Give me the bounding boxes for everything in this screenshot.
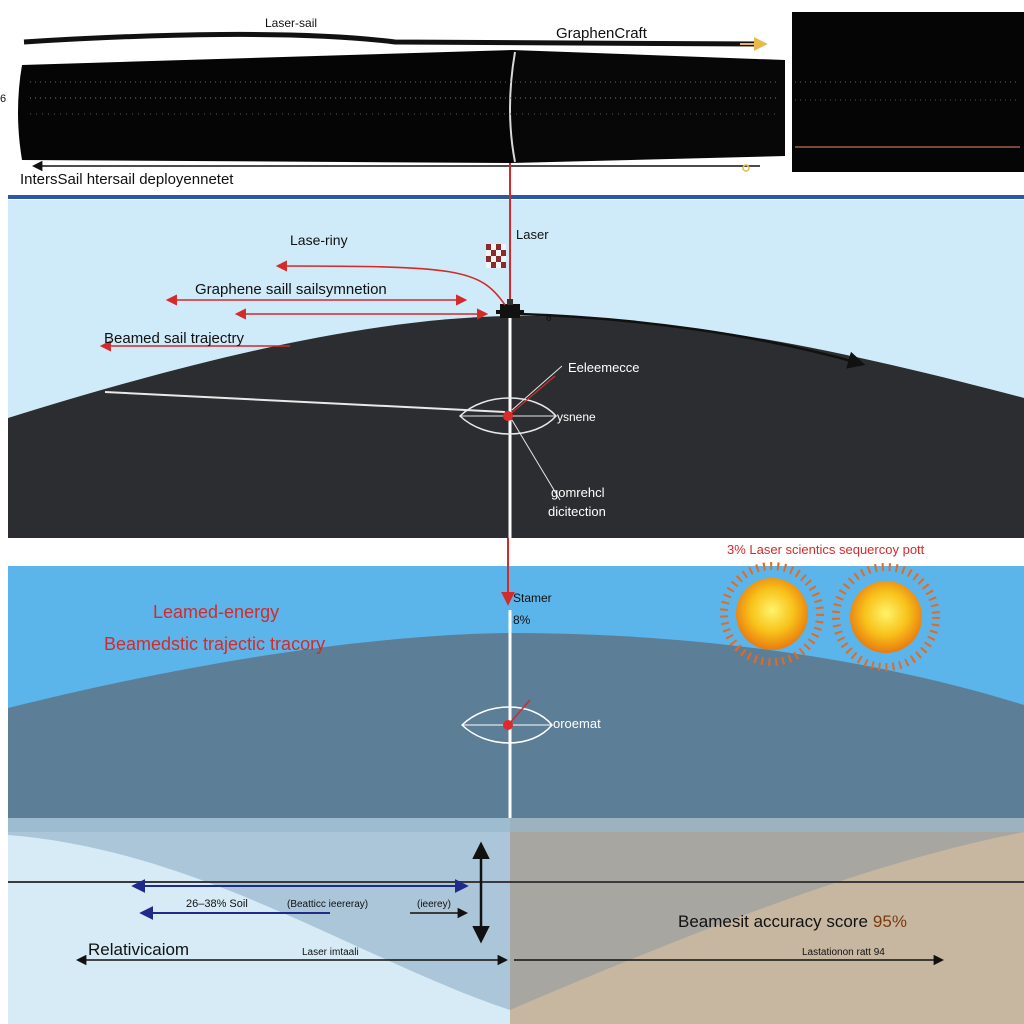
- top-banner: Laser-sail GraphenCraft 6 IntersSail hte…: [0, 12, 1024, 199]
- label-laser-sail: Laser-sail: [265, 16, 317, 30]
- status-line: 3% Laser scientics sequercoy pott: [727, 542, 925, 557]
- score-label: Beamesit accuracy score: [678, 912, 868, 931]
- label-laser: Laser: [516, 227, 549, 242]
- label-stamer: Stamer: [513, 591, 552, 605]
- label-gom-2: dicitection: [548, 504, 606, 519]
- label-small-mark: 6: [546, 313, 552, 324]
- black-sail-left: [18, 50, 512, 163]
- thin-sail-line: [23, 31, 761, 47]
- label-beam-energy: (Beatticc ieereray): [287, 899, 368, 910]
- blue-divider: [8, 195, 1024, 199]
- right-tan-area: [510, 832, 1024, 1024]
- label-gom-1: gomrehcl: [551, 485, 605, 500]
- sun-icon-2: [832, 563, 940, 671]
- label-beamed: Beamed sail trajectry: [104, 330, 245, 347]
- label-learned: Leamed-energy: [153, 602, 279, 622]
- panel-1: Laser Lase-riny Graphene saill sailsymne…: [8, 163, 1024, 557]
- label-graphene: Graphene saill sailsymnetion: [195, 281, 387, 298]
- label-traj: Beamedstic trajectic tracory: [104, 634, 325, 654]
- label-laser-init: Laser imtaali: [302, 947, 359, 958]
- sun-icon: [720, 562, 824, 666]
- label-lastat: Lastationon ratt 94: [802, 947, 885, 958]
- spacecraft-icon: [496, 299, 524, 318]
- label-pct: 8%: [513, 613, 531, 627]
- label-sail-range: 26–38% Soil: [186, 898, 248, 910]
- label-laser-ray: Lase-riny: [290, 232, 348, 248]
- score-value: 95%: [873, 912, 907, 931]
- trajectory-arrow: [519, 312, 866, 369]
- label-relativ: Relativicaiom: [88, 940, 189, 959]
- checker-icon: [486, 244, 506, 268]
- label-deploy: IntersSail htersail deployennetet: [20, 171, 234, 188]
- panel-2: Leamed-energy Beamedstic trajectic traco…: [8, 538, 1024, 1010]
- label-edge: 6: [0, 93, 6, 105]
- label-oroemat: oroemat: [553, 716, 601, 731]
- arrow-laser-ray: [275, 260, 506, 306]
- black-sail-mid: [512, 50, 785, 163]
- label-craft: GraphenCraft: [556, 25, 648, 42]
- label-energy: (ieerey): [417, 899, 451, 910]
- black-sail-right: [792, 12, 1024, 172]
- label-eeleemece: Eeleemecce: [568, 360, 640, 375]
- sail-fold: [509, 51, 516, 163]
- label-ysnene: ysnene: [557, 410, 596, 424]
- label-score: Beamesit accuracy score 95%: [678, 912, 907, 931]
- bottom-strip: 26–38% Soil (Beatticc ieereray) (ieerey)…: [8, 818, 1024, 1024]
